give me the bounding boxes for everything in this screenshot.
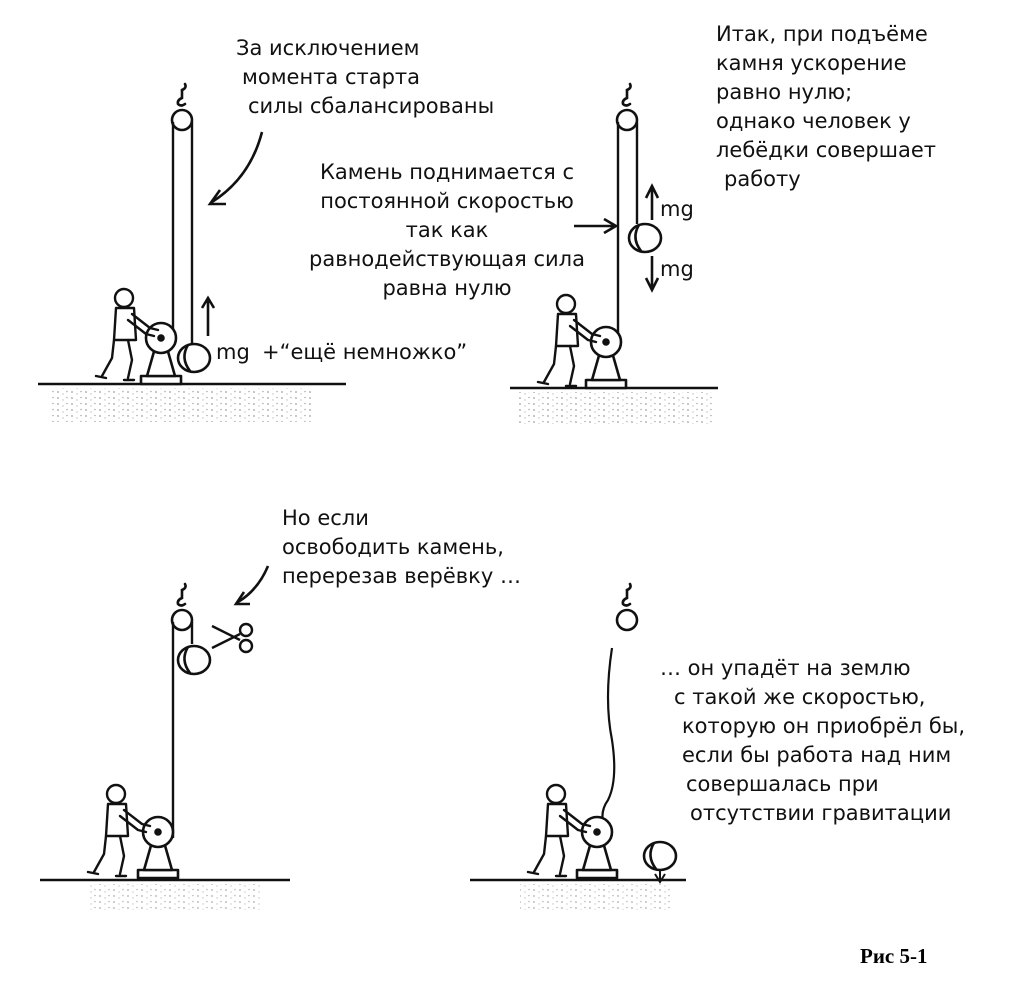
arrow-up-icon xyxy=(644,183,660,220)
ground-texture xyxy=(90,884,260,910)
panel-top-left-drawing: mg +“ещё немножко” xyxy=(38,82,467,422)
force-label-extra: +“ещё немножко” xyxy=(262,340,467,364)
caption-bottom-right: … он упадёт на землю с такой же скорость… xyxy=(660,656,966,825)
pulley-hook-icon xyxy=(615,582,639,632)
man-figure-icon xyxy=(86,783,152,878)
force-label-up: mg xyxy=(660,197,694,221)
panel-top-right-drawing: mg mg xyxy=(510,82,718,424)
loose-rope xyxy=(601,647,616,831)
ground-texture xyxy=(52,388,312,422)
caption-top-right-left: Камень поднимается с постоянной скорость… xyxy=(309,160,585,300)
pointer-arrow-icon xyxy=(211,131,264,204)
force-label-up: mg xyxy=(216,340,250,364)
ground-texture xyxy=(520,884,670,910)
winch-icon xyxy=(584,325,628,390)
force-label-down: mg xyxy=(660,257,694,281)
caption-top-right: Итак, при подъёме камня ускорение равно … xyxy=(716,22,936,191)
caption-top-left: За исключением момента старта силы сбала… xyxy=(236,36,495,118)
winch-icon xyxy=(136,815,180,880)
stone-icon xyxy=(176,342,212,374)
panel-bottom-left-drawing xyxy=(40,565,290,910)
pointer-arrow-icon xyxy=(574,217,619,235)
ground-texture xyxy=(518,392,714,424)
figure-label: Рис 5-1 xyxy=(860,944,928,968)
panel-bottom-right-drawing xyxy=(470,582,686,910)
falling-stone-icon xyxy=(642,840,678,872)
pulley-hook-icon xyxy=(170,82,194,132)
winch-icon xyxy=(139,321,183,386)
pulley-hook-icon xyxy=(170,582,194,632)
pulley-hook-icon xyxy=(615,82,639,132)
pointer-arrow-icon xyxy=(237,565,270,604)
man-figure-icon xyxy=(536,293,602,388)
winch-icon xyxy=(575,815,619,880)
stone-icon xyxy=(627,222,663,254)
caption-bottom-left: Но если освободить камень, перерезав вер… xyxy=(282,506,521,588)
stone-icon xyxy=(176,644,212,676)
arrow-down-icon xyxy=(654,870,666,884)
scissors-icon xyxy=(211,622,254,654)
man-figure-icon xyxy=(526,783,592,878)
arrow-down-icon xyxy=(644,256,660,293)
arrow-up-icon xyxy=(200,295,216,336)
